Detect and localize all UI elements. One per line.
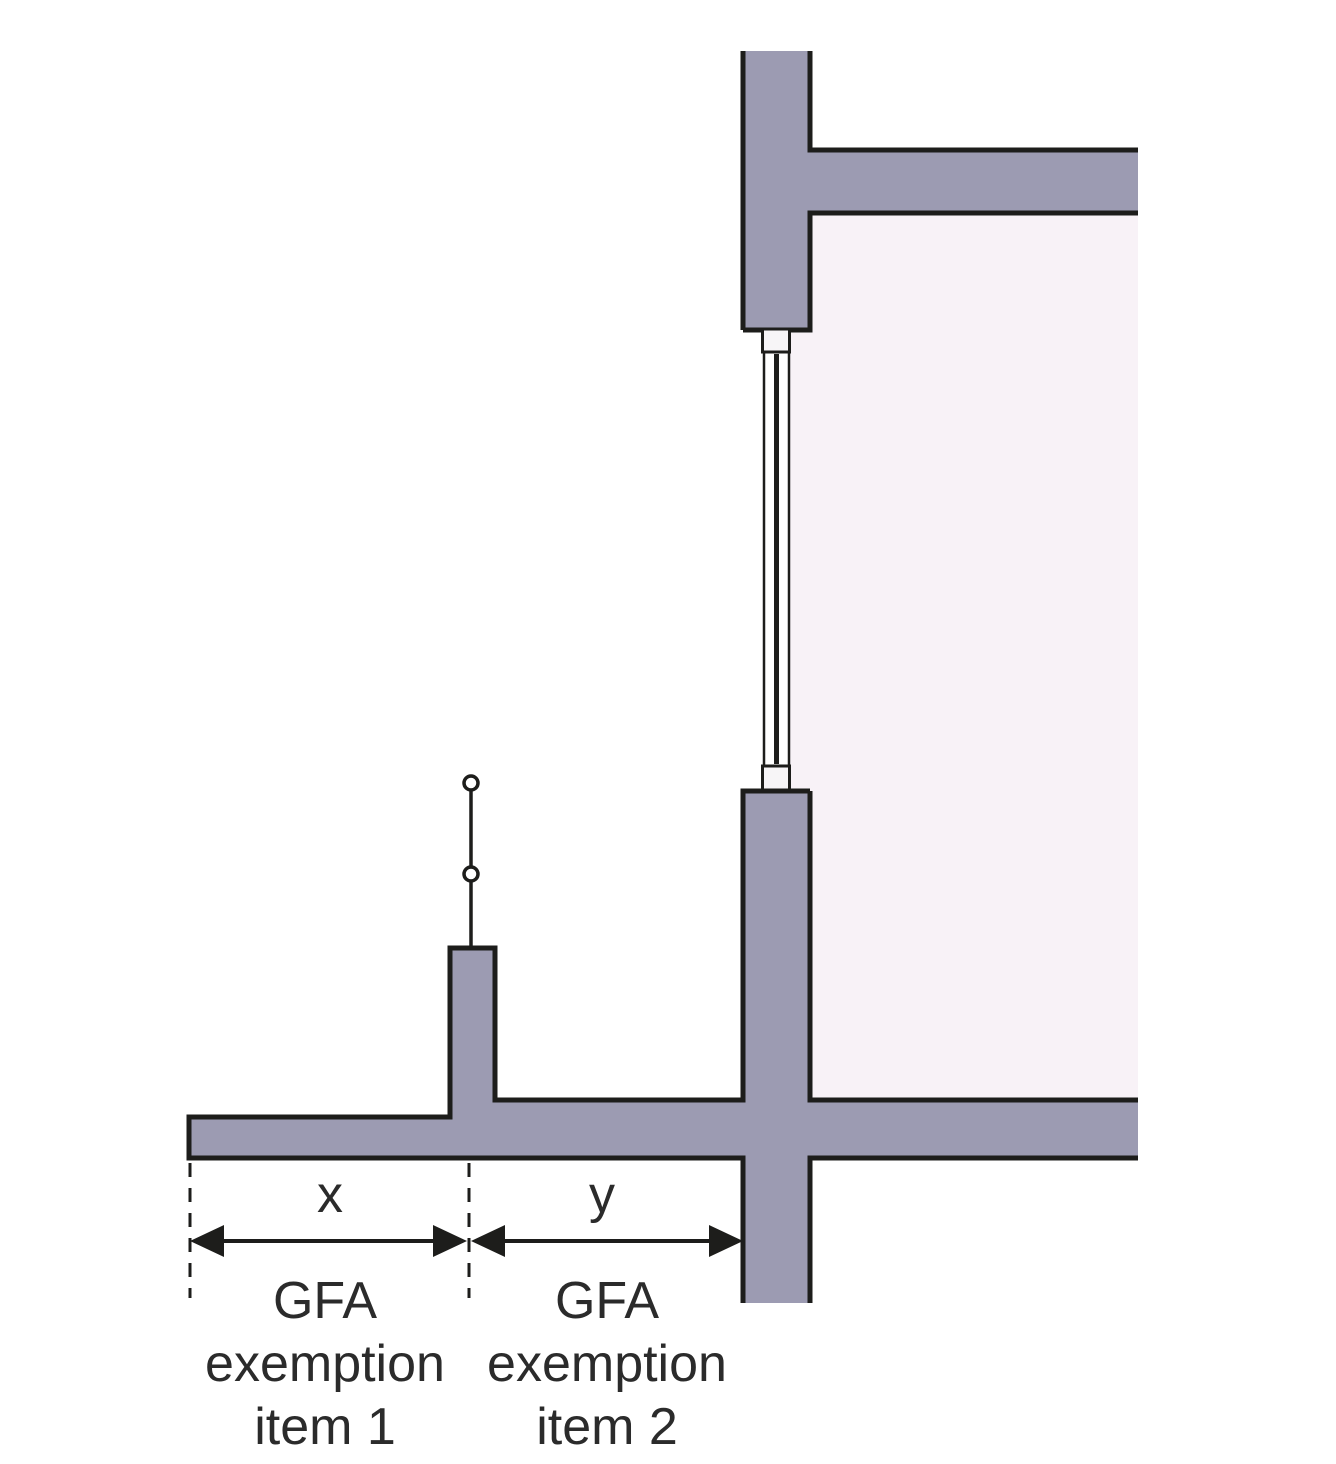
- window-head-frame: [761, 327, 791, 354]
- dimension-arrow-y: [471, 1225, 743, 1257]
- window-sill-frame: [761, 764, 791, 793]
- window-jamb-lines: [762, 352, 791, 766]
- arrowhead-right-icon: [709, 1225, 743, 1257]
- dimension-label-x: x: [317, 1166, 343, 1224]
- gfa-exemption-item-1-label: GFA exemption item 1: [205, 1272, 445, 1456]
- gfa-exemption-item-2-label: GFA exemption item 2: [487, 1272, 727, 1456]
- railing-post: [462, 774, 480, 948]
- arrowhead-right-icon: [433, 1225, 467, 1257]
- arrowhead-left-icon: [190, 1225, 224, 1257]
- annotation-line: item 1: [254, 1398, 396, 1456]
- annotation-line: exemption: [487, 1335, 727, 1393]
- annotation-line: GFA: [273, 1272, 377, 1330]
- window-section: [761, 327, 791, 793]
- lower-wall-and-floor-slab: [186, 788, 1138, 1303]
- dimension-label-y: y: [589, 1166, 615, 1224]
- annotation-line: item 2: [536, 1398, 678, 1456]
- arrowhead-left-icon: [471, 1225, 505, 1257]
- dimension-arrow-x: [190, 1225, 467, 1257]
- railing-joint-middle-icon: [462, 865, 480, 883]
- upper-wall-fill: [743, 51, 1138, 330]
- lower-wall-slab-outline: [186, 788, 1138, 1303]
- annotation-line: GFA: [555, 1272, 659, 1330]
- interior-space: [790, 213, 1138, 1100]
- railing-joint-top-icon: [462, 774, 480, 792]
- annotation-line: exemption: [205, 1335, 445, 1393]
